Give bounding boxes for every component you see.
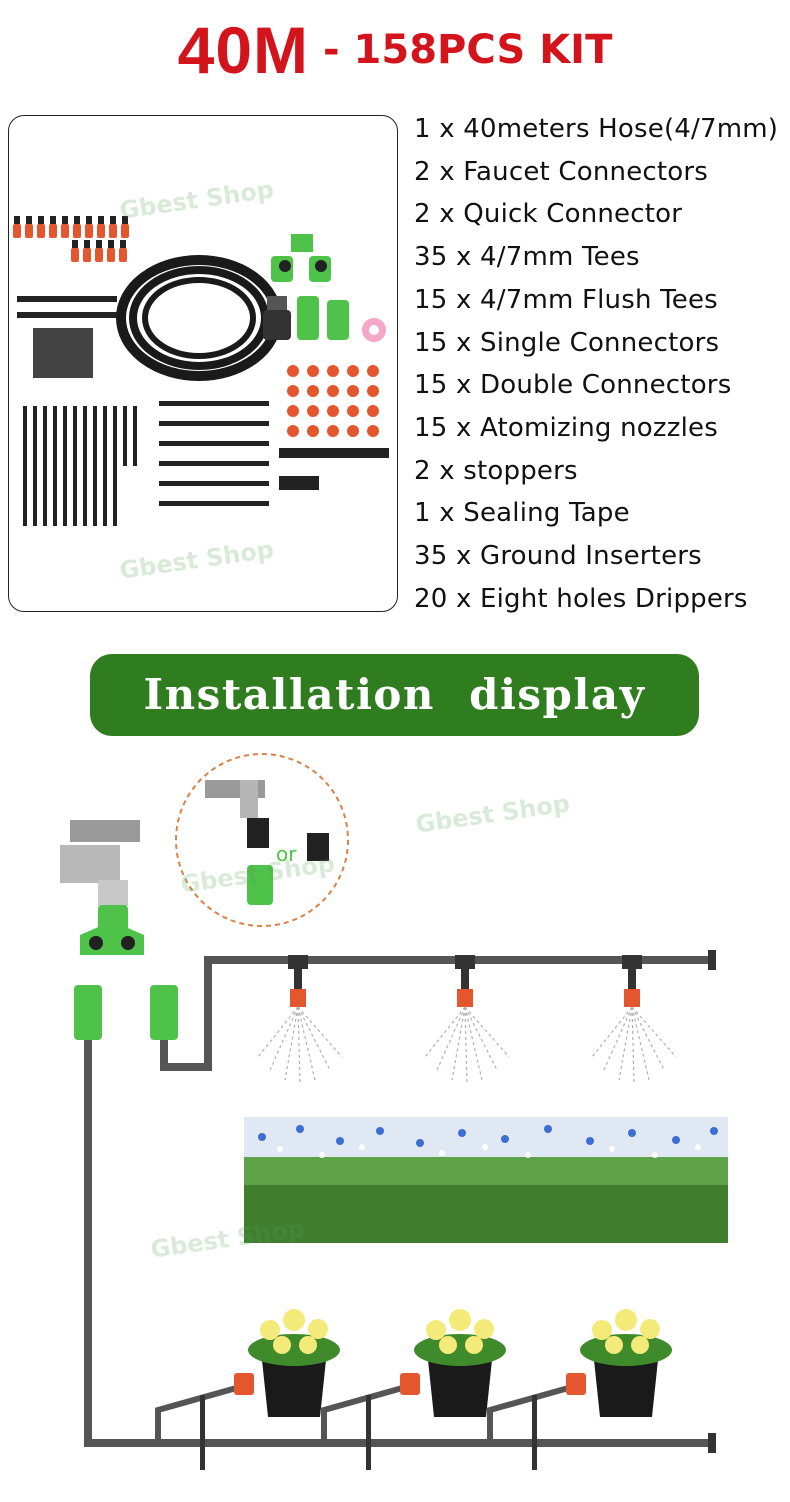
title-kit-count: - 158PCS KIT (323, 27, 613, 73)
tees-icon (17, 296, 117, 378)
atomizing-nozzles-icon (287, 365, 379, 437)
hose-lines (84, 956, 712, 1447)
list-item: 1 x 40meters Hose(4/7mm) (414, 114, 779, 144)
kit-contents-illustration (13, 216, 389, 526)
y-splitter-icon (74, 905, 178, 1040)
list-item: 15 x Atomizing nozzles (414, 412, 718, 443)
hose-coil-icon (116, 255, 282, 381)
kit-photo: Gbest Shop Gbest Shop (8, 115, 398, 612)
list-item: 35 x 4/7mm Tees (414, 242, 640, 273)
list-item: 2 x stoppers (414, 455, 578, 486)
faucet-adapter-inset: or (175, 753, 349, 927)
title-length: 40M (177, 13, 310, 87)
dripper-icon (155, 1373, 586, 1470)
faucet-icon (60, 820, 140, 906)
spray-pattern (257, 1006, 677, 1084)
installation-banner: Installation display (90, 654, 699, 736)
list-item: 15 x Single Connectors (414, 327, 720, 358)
list-item: 2 x Quick Connector (414, 199, 683, 230)
ground-inserters-icon (23, 406, 137, 526)
or-label: or (276, 842, 297, 866)
list-item: 2 x Faucet Connectors (414, 156, 709, 187)
stopper-icon (708, 950, 716, 1453)
double-connectors-icon (279, 448, 389, 490)
flush-tees-icon (159, 401, 269, 506)
banner-label: Installation display (143, 670, 646, 719)
kit-contents-list: 1 x 40meters Hose(4/7mm) 2 x Faucet Conn… (414, 108, 790, 620)
nozzle-icon (288, 955, 642, 1007)
single-connectors-icon (13, 216, 129, 262)
list-item: 20 x Eight holes Drippers (414, 583, 748, 614)
list-item: 1 x Sealing Tape (414, 498, 630, 529)
list-item: 15 x 4/7mm Flush Tees (414, 284, 718, 315)
list-item: 15 x Double Connectors (414, 370, 732, 401)
faucet-connectors-icon (263, 296, 386, 342)
flower-pot-icon (248, 1309, 672, 1417)
list-item: 35 x Ground Inserters (414, 541, 702, 572)
page-title: 40M - 158PCS KIT (0, 12, 790, 88)
installation-diagram: or (0, 745, 790, 1498)
flower-field-image (244, 1117, 728, 1243)
y-splitter-icon (271, 234, 331, 282)
